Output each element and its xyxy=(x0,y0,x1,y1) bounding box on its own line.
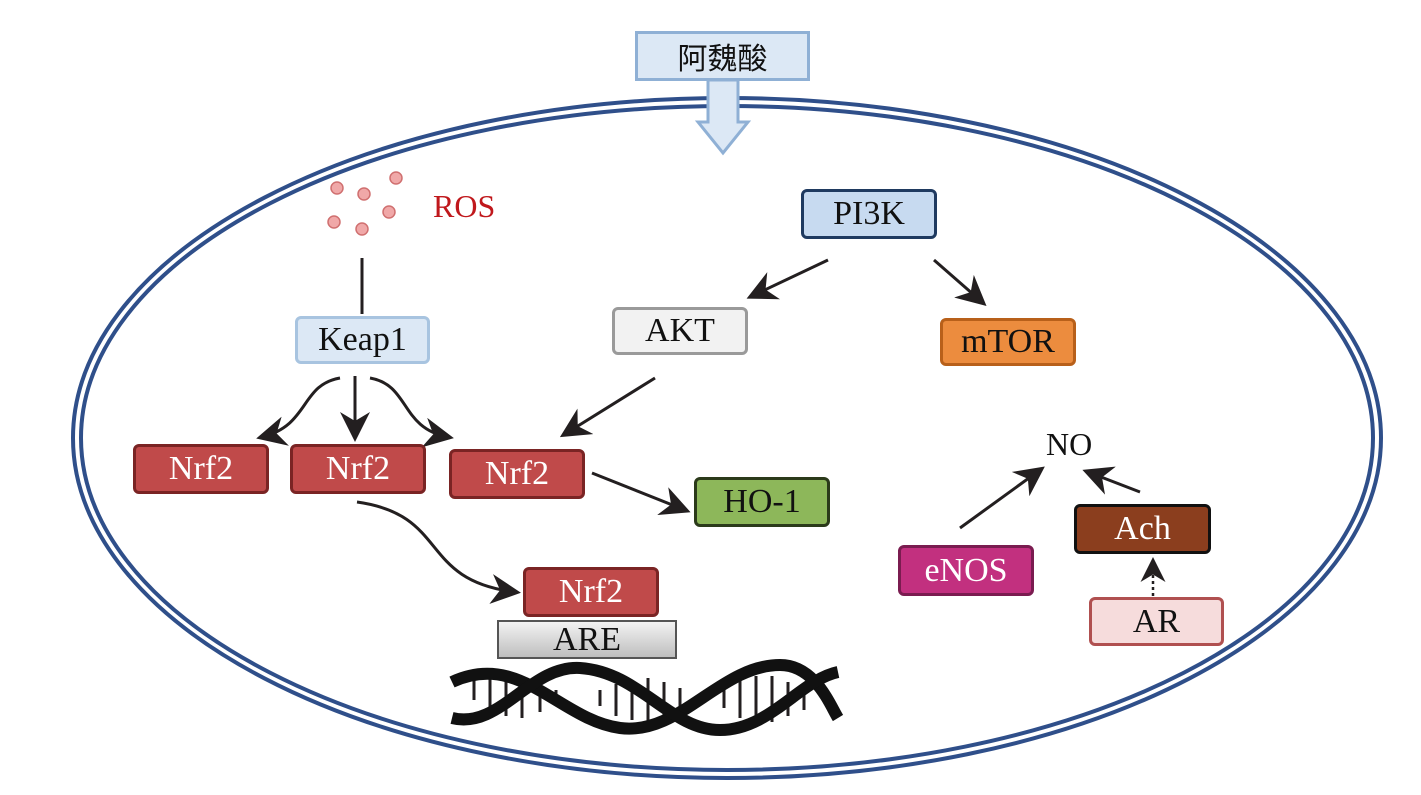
ar-node: AR xyxy=(1089,597,1224,646)
nrf2-node-b: Nrf2 xyxy=(290,444,426,494)
enos-no-arrow xyxy=(959,466,1045,530)
drug-label: 阿魏酸 xyxy=(677,42,768,77)
ach-no-arrow xyxy=(1082,466,1141,495)
pi3k-mtor-arrow xyxy=(933,258,987,306)
akt-nrf2c-arrow xyxy=(559,376,656,438)
are-label: ARE xyxy=(553,620,621,658)
ros-label: ROS xyxy=(433,188,496,224)
cell-membrane-inner xyxy=(79,104,1375,772)
pi3k-akt-arrow xyxy=(746,258,829,300)
ach-node: Ach xyxy=(1074,504,1211,554)
no-label: NO xyxy=(1046,426,1093,462)
nrf2-node-nucleus: Nrf2 xyxy=(523,567,659,617)
akt-node: AKT xyxy=(612,307,748,355)
nrf2-translocation-arrow xyxy=(356,500,521,604)
keap1-nrf2c-arrow xyxy=(369,376,454,448)
drug-entry-arrow xyxy=(694,78,752,156)
ros-dots xyxy=(327,171,403,236)
nrf2-node-c: Nrf2 xyxy=(449,449,585,499)
ho1-node: HO-1 xyxy=(694,477,830,527)
mtor-node: mTOR xyxy=(940,318,1076,366)
nrf2c-ho1-arrow xyxy=(591,471,691,516)
enos-node: eNOS xyxy=(898,545,1034,596)
pi3k-node: PI3K xyxy=(801,189,937,239)
dna-helix xyxy=(449,658,844,737)
keap1-node: Keap1 xyxy=(295,316,430,364)
nrf2-node-a: Nrf2 xyxy=(133,444,269,494)
keap1-nrf2a-arrow xyxy=(256,376,341,446)
are-box xyxy=(497,620,677,659)
drug-box: 阿魏酸 xyxy=(635,31,810,81)
